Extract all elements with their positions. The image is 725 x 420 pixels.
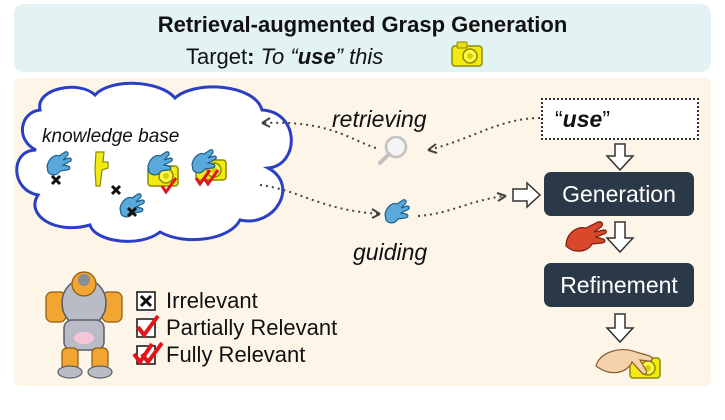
- target-colon: :: [247, 44, 255, 69]
- kb-item-irrelevant-1: [46, 151, 72, 186]
- legend-cross-icon: [136, 291, 156, 311]
- legend-double-check-icon: [132, 341, 164, 366]
- page-title: Retrieval-augmented Grasp Generation: [157, 12, 568, 37]
- generation-box: Generation: [544, 172, 694, 216]
- target-to: To “: [260, 44, 298, 69]
- magnifier-icon: [378, 135, 408, 165]
- query-box: “use”: [541, 98, 699, 140]
- kb-item-partial: [147, 151, 179, 195]
- target-use: use: [297, 44, 336, 69]
- header-banner: Retrieval-augmented Grasp Generation Tar…: [14, 4, 711, 72]
- legend-partially-relevant: Partially Relevant: [166, 315, 338, 340]
- down-arrow-icon: [605, 313, 635, 344]
- check-mark-icon: [160, 177, 178, 195]
- down-arrow-icon: [605, 143, 635, 172]
- legend-check-icon: [136, 314, 160, 339]
- camera-icon: [451, 41, 483, 67]
- legend-fully-relevant: Fully Relevant: [166, 342, 306, 367]
- right-arrow-icon: [512, 181, 542, 209]
- kb-item-irrelevant-3: [119, 193, 145, 218]
- refinement-box: Refinement: [544, 263, 694, 307]
- cross-mark-icon: [50, 174, 62, 186]
- cross-mark-icon: [126, 206, 138, 218]
- guiding-hand-icon: [384, 199, 410, 224]
- guiding-label: guiding: [353, 239, 428, 265]
- final-grasp-icon: [595, 349, 661, 379]
- kb-item-irrelevant-2: [94, 151, 122, 196]
- legend-irrelevant: Irrelevant: [166, 288, 258, 313]
- knowledge-base-label: knowledge base: [42, 126, 180, 147]
- double-check-icon: [194, 169, 220, 187]
- cross-mark-icon: [110, 184, 122, 196]
- down-arrow-icon: [605, 221, 635, 254]
- target-this: ” this: [335, 44, 384, 69]
- query-label: “use”: [555, 106, 610, 132]
- generated-hand-icon: [565, 221, 607, 252]
- target-line: Target: To “use” this: [186, 44, 383, 70]
- kb-item-full: [191, 149, 227, 187]
- target-prefix: Target: [186, 44, 248, 69]
- robot-icon: [45, 271, 123, 379]
- retrieving-label: retrieving: [332, 106, 427, 132]
